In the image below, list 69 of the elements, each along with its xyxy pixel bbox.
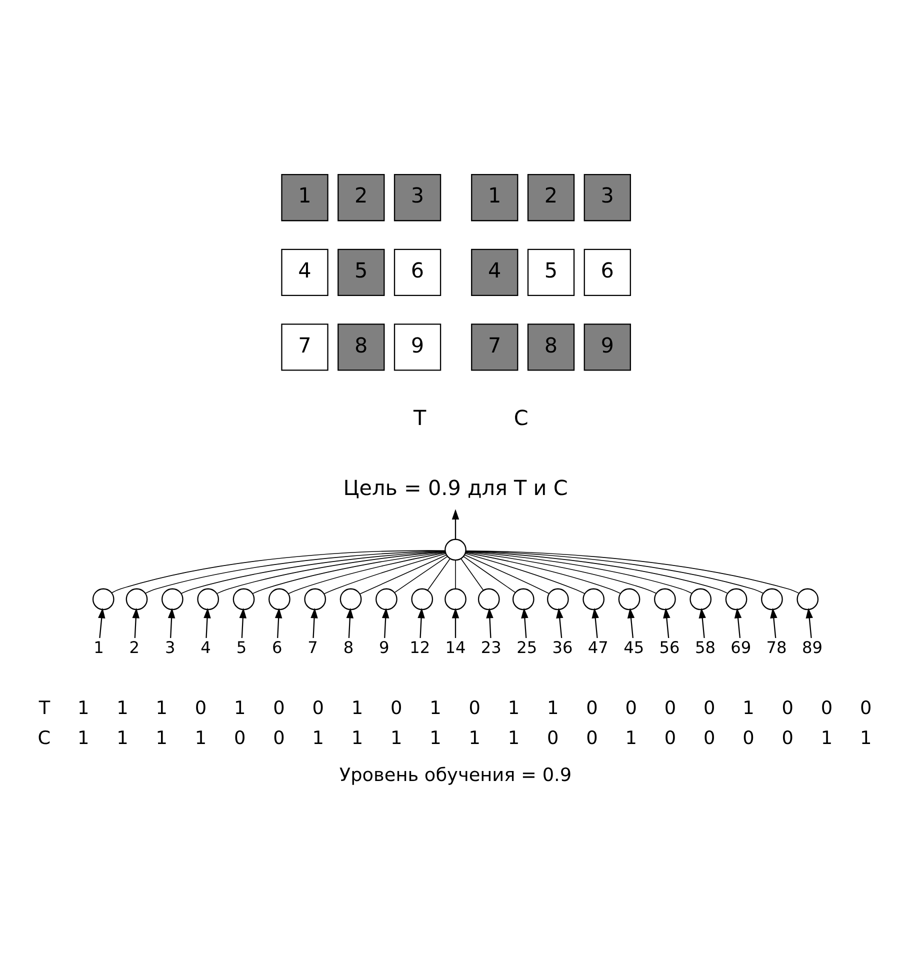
label: 0: [468, 698, 480, 720]
label: 0: [702, 698, 715, 720]
node-text: 5: [236, 638, 246, 657]
label: 0: [272, 698, 284, 720]
label: 0: [546, 728, 558, 749]
label: 1: [155, 728, 167, 749]
label: 1: [194, 728, 206, 749]
label: 1: [390, 728, 402, 749]
label: 1: [312, 728, 324, 749]
node-text: 36: [552, 638, 572, 657]
label: 0: [664, 698, 676, 720]
label: T: [413, 406, 426, 430]
node-text: 78: [766, 638, 786, 657]
node-text: 14: [444, 638, 466, 657]
node-text: 45: [623, 638, 644, 657]
node-text: 12: [409, 638, 430, 657]
node-text: 23: [480, 638, 501, 657]
label: 1: [624, 728, 636, 749]
label: 1: [116, 698, 128, 720]
label: 1: [350, 728, 363, 749]
label: 1: [429, 728, 441, 749]
node-text: 7: [307, 638, 318, 657]
label: 0: [194, 698, 206, 720]
node-text: 1: [93, 638, 104, 657]
label: 0: [781, 698, 793, 720]
label: 1: [155, 698, 167, 720]
label: 1: [350, 698, 363, 720]
label: C: [513, 406, 528, 430]
node-text: 6: [272, 638, 282, 657]
label: 1: [546, 698, 558, 720]
node-text: 58: [694, 638, 715, 657]
caption: Уровень обучения = 0.9: [338, 764, 572, 786]
node-text: 89: [801, 638, 822, 657]
label: 0: [390, 698, 402, 720]
node-text: 47: [587, 638, 608, 657]
label: 0: [702, 728, 715, 749]
node-text: 2: [128, 638, 140, 657]
node-text: Цель = 0.9 для T и C: [342, 476, 568, 500]
label: 0: [586, 698, 598, 720]
label: C: [37, 728, 50, 749]
label: 0: [624, 698, 636, 720]
label: 1: [116, 728, 128, 749]
node-text: 8: [342, 638, 354, 657]
label: 1: [507, 698, 520, 720]
label: 1: [233, 698, 246, 720]
label: 0: [742, 728, 754, 749]
label: 1: [76, 728, 89, 749]
label: 1: [76, 698, 89, 720]
node-text: 9: [378, 638, 389, 657]
node-text: 56: [658, 638, 680, 657]
label: 0: [586, 728, 598, 749]
label: 0: [272, 728, 284, 749]
node-text: 69: [730, 638, 751, 657]
label: 1: [742, 698, 754, 720]
label: 0: [781, 728, 793, 749]
label: 0: [233, 728, 246, 749]
label: 1: [859, 728, 872, 749]
label: 0: [312, 698, 324, 720]
label: 1: [468, 728, 480, 749]
node-text: 3: [164, 638, 175, 657]
label: 1: [507, 728, 520, 749]
node-text: 25: [516, 638, 537, 657]
node-text: 4: [200, 638, 210, 657]
label: T: [38, 698, 50, 720]
label: 0: [820, 698, 832, 720]
label: 1: [429, 698, 441, 720]
label: 1: [820, 728, 832, 749]
label: 0: [664, 728, 676, 749]
label: 0: [859, 698, 872, 720]
